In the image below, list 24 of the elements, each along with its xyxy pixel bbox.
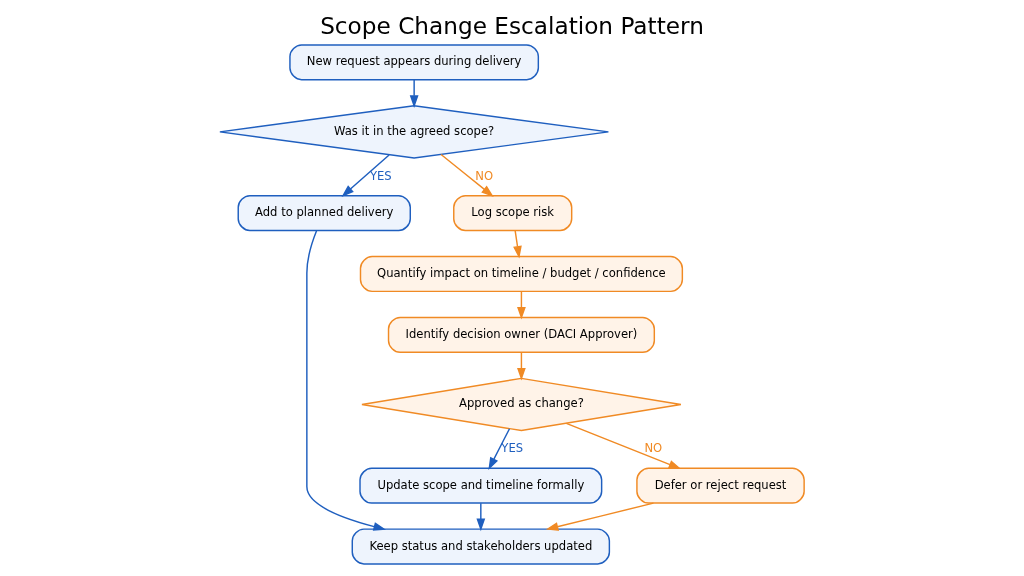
- arrow: [488, 428, 511, 470]
- diagram-title: Scope Change Escalation Pattern: [320, 12, 704, 40]
- edge-label: YES: [369, 168, 392, 183]
- node-box: Add to planned delivery: [237, 194, 411, 232]
- arrow: [565, 422, 682, 470]
- node-box: New request appears during delivery: [289, 44, 540, 81]
- node-diamond: Approved as change?: [361, 377, 682, 432]
- edge-label: YES: [501, 441, 524, 456]
- arrow: [476, 502, 486, 532]
- arrow: [545, 502, 655, 531]
- node-box: Identify decision owner (DACI Approver): [387, 316, 656, 353]
- arrow: [306, 229, 387, 531]
- arrow: [409, 79, 419, 108]
- arrow: [513, 230, 522, 259]
- node-box: Quantify impact on timeline / budget / confidence: [359, 255, 684, 293]
- node-box: Defer or reject request: [636, 467, 805, 504]
- edge-label: NO: [644, 441, 663, 456]
- arrow: [341, 154, 390, 197]
- node-box: Keep status and stakeholders updated: [351, 528, 611, 565]
- arrow: [440, 153, 494, 197]
- node-diamond: Was it in the agreed scope?: [219, 105, 610, 159]
- node-box: Update scope and timeline formally: [359, 467, 603, 504]
- edge-label: NO: [475, 168, 494, 183]
- node-box: Log scope risk: [453, 194, 573, 232]
